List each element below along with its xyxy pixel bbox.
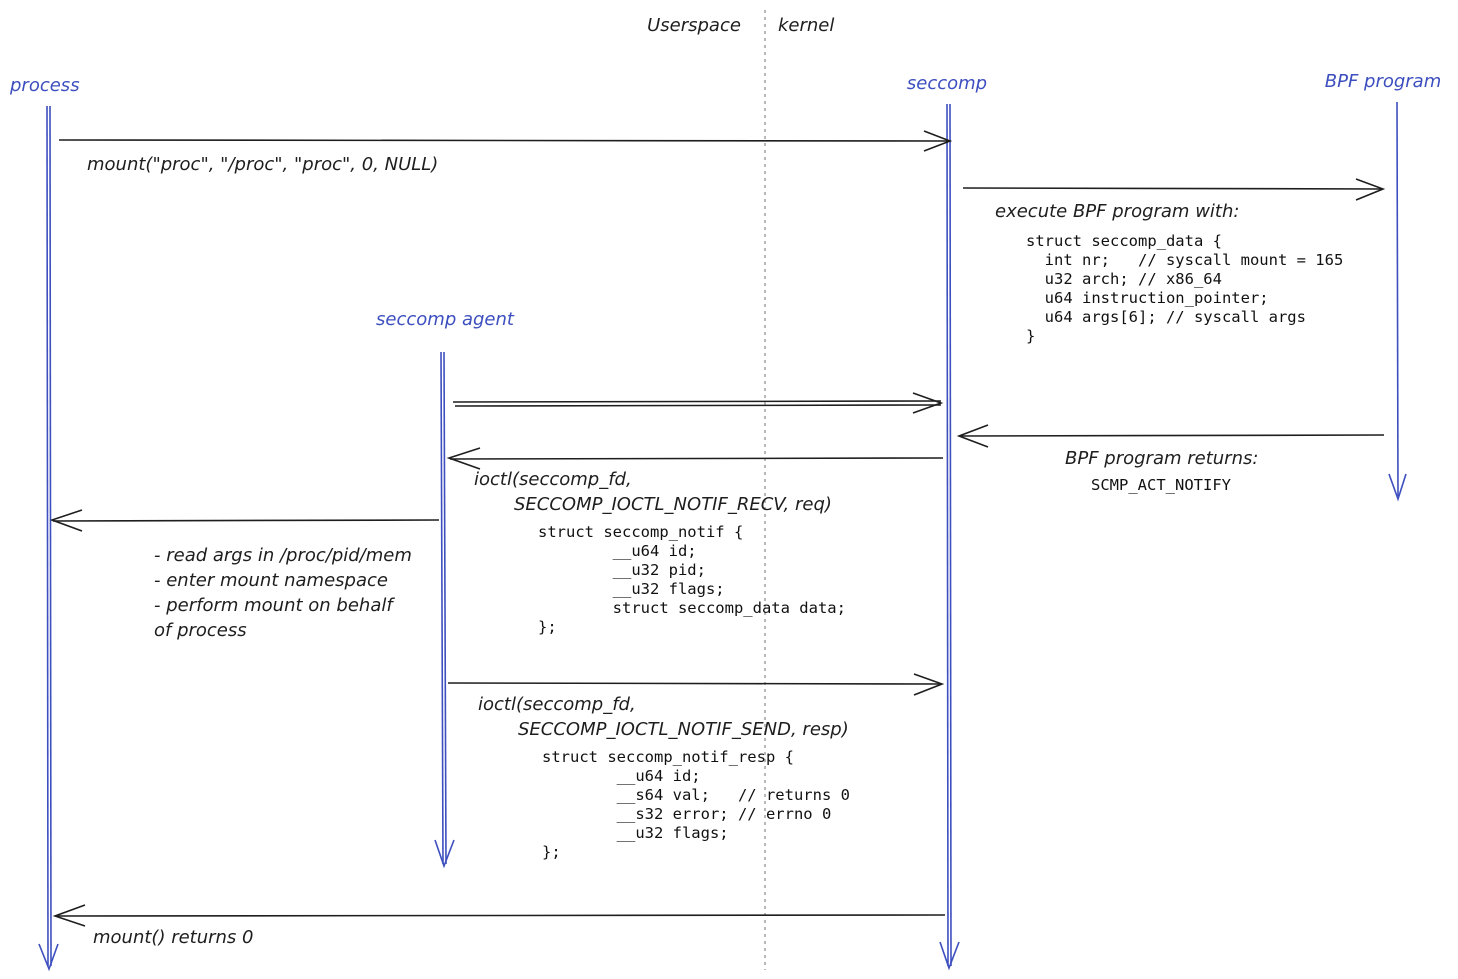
code-seccomp-data: struct seccomp_data { int nr; // syscall…: [1026, 232, 1343, 345]
code-line: u32 arch; // x86_64: [1026, 270, 1222, 288]
arrow-mount-call: [58, 130, 953, 152]
label-line: of process: [154, 620, 247, 641]
arrow-seccomp-notif: [446, 447, 944, 470]
arrow-bpf-returns: [956, 424, 1385, 448]
label-line: SECCOMP_IOCTL_NOTIF_SEND, resp): [518, 719, 849, 740]
actor-agent-label: seccomp agent: [376, 309, 515, 330]
label-agent-actions: - read args in /proc/pid/mem - enter moun…: [154, 545, 412, 641]
label-mount-return: mount() returns 0: [93, 927, 254, 948]
code-line: struct seccomp_notif {: [538, 523, 743, 541]
code-line: };: [538, 618, 557, 636]
code-line: struct seccomp_notif_resp {: [542, 748, 794, 766]
lifeline-bpf: [1388, 101, 1407, 502]
code-line: u64 args[6]; // syscall args: [1026, 308, 1306, 326]
actor-seccomp-label: seccomp: [907, 73, 987, 94]
label-line: - read args in /proc/pid/mem: [154, 545, 412, 566]
label-mount-call: mount("proc", "/proc", "proc", 0, NULL): [87, 154, 438, 175]
label-ioctl-send: ioctl(seccomp_fd, SECCOMP_IOCTL_NOTIF_SEN…: [478, 694, 849, 740]
region-label-kernel: kernel: [778, 15, 834, 36]
code-seccomp-notif: struct seccomp_notif { __u64 id; __u32 p…: [538, 523, 846, 636]
arrow-mount-return: [52, 904, 946, 927]
code-line: int nr; // syscall mount = 165: [1026, 251, 1343, 269]
actor-process-label: process: [9, 75, 80, 96]
code-line: SCMP_ACT_NOTIFY: [1091, 476, 1232, 494]
label-line: - perform mount on behalf: [154, 595, 395, 616]
arrow-agent-send: [447, 673, 945, 696]
code-line: };: [542, 843, 561, 861]
label-bpf-returns: BPF program returns:: [1065, 448, 1258, 469]
label-line: ioctl(seccomp_fd,: [478, 694, 636, 715]
code-line: __u64 id;: [538, 542, 697, 560]
lifeline-agent: [434, 351, 455, 869]
arrow-agent-recv: [452, 392, 944, 414]
code-line: __s64 val; // returns 0: [542, 786, 850, 804]
label-execute-bpf: execute BPF program with:: [995, 201, 1239, 222]
arrow-agent-to-process: [49, 509, 440, 532]
code-line: __s32 error; // errno 0: [542, 805, 831, 823]
code-scmp-act-notify: SCMP_ACT_NOTIFY: [1091, 476, 1232, 494]
code-line: __u32 flags;: [542, 824, 729, 842]
lifeline-process: [38, 105, 59, 972]
code-line: __u64 id;: [542, 767, 701, 785]
code-line: struct seccomp_data {: [1026, 232, 1222, 250]
code-line: __u32 pid;: [538, 561, 706, 579]
actor-bpf-label: BPF program: [1325, 71, 1442, 92]
code-line: struct seccomp_data data;: [538, 599, 846, 617]
code-line: u64 instruction_pointer;: [1026, 289, 1269, 307]
label-ioctl-recv: ioctl(seccomp_fd, SECCOMP_IOCTL_NOTIF_REC…: [474, 469, 832, 515]
label-line: ioctl(seccomp_fd,: [474, 469, 632, 490]
lifeline-seccomp: [939, 103, 960, 971]
region-label-userspace: Userspace: [647, 15, 741, 36]
label-line: - enter mount namespace: [154, 570, 388, 591]
label-line: SECCOMP_IOCTL_NOTIF_RECV, req): [514, 494, 832, 515]
code-line: __u32 flags;: [538, 580, 725, 598]
arrow-execute-bpf: [962, 178, 1386, 201]
code-seccomp-notif-resp: struct seccomp_notif_resp { __u64 id; __…: [542, 748, 850, 861]
code-line: }: [1026, 327, 1035, 345]
